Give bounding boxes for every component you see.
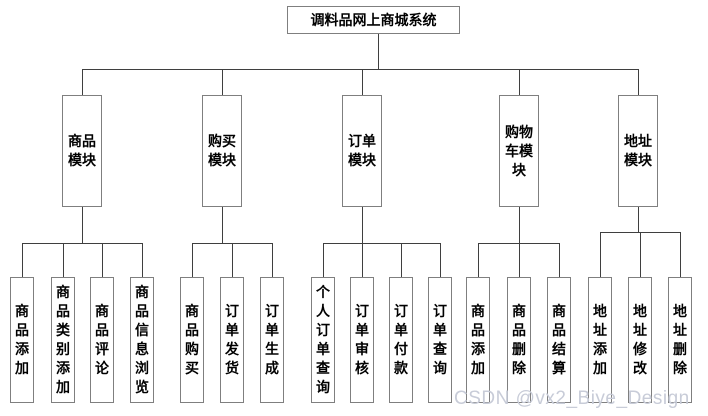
module-box-cart: 购物车模块: [499, 95, 539, 207]
module-stem-line: [519, 207, 520, 243]
leaf-drop-line: [519, 243, 520, 277]
leaf-box-order-ship: 订单发货: [220, 277, 244, 403]
module-box-goods: 商品模块: [62, 95, 102, 207]
leaf-box-goods-comment: 商品评论: [90, 277, 114, 403]
leaf-box-cart-settle: 商品结算: [547, 277, 571, 403]
module-drop-line: [362, 69, 363, 95]
leaf-box-goods-category: 商品类别添加: [51, 277, 75, 403]
leaf-box-order-pay: 订单付款: [389, 277, 413, 403]
module-drop-line: [519, 69, 520, 95]
module-box-order: 订单模块: [342, 95, 382, 207]
group-rail-line: [323, 243, 440, 244]
leaf-drop-line: [192, 243, 193, 277]
leaf-drop-line: [600, 232, 601, 277]
module-box-purchase: 购买模块: [202, 95, 242, 207]
leaf-drop-line: [401, 243, 402, 277]
leaf-box-order-create: 订单生成: [260, 277, 284, 403]
module-drop-line: [222, 69, 223, 95]
root-node-box: 调料品网上商城系统: [287, 6, 460, 34]
module-drop-line: [82, 69, 83, 95]
leaf-drop-line: [63, 243, 64, 277]
leaf-drop-line: [362, 243, 363, 277]
module-stem-line: [82, 207, 83, 243]
leaf-box-goods-add: 商品添加: [10, 277, 34, 403]
module-box-address: 地址模块: [618, 95, 658, 207]
level1-rail-line: [82, 69, 639, 70]
leaf-box-order-query: 订单查询: [428, 277, 452, 403]
module-stem-line: [638, 207, 639, 232]
leaf-drop-line: [323, 243, 324, 277]
leaf-drop-line: [232, 243, 233, 277]
leaf-drop-line: [478, 243, 479, 277]
leaf-box-personal-order-query: 个人订单查询: [311, 277, 335, 403]
group-rail-line: [22, 243, 142, 244]
module-drop-line: [638, 69, 639, 95]
module-stem-line: [222, 207, 223, 243]
leaf-drop-line: [272, 243, 273, 277]
leaf-box-address-edit: 地址修改: [628, 277, 652, 403]
leaf-drop-line: [640, 232, 641, 277]
leaf-box-order-review: 订单审核: [350, 277, 374, 403]
leaf-drop-line: [559, 243, 560, 277]
module-stem-line: [362, 207, 363, 243]
leaf-drop-line: [102, 243, 103, 277]
leaf-drop-line: [440, 243, 441, 277]
csdn-watermark: CSDN @vx2_Biye_Design: [454, 388, 690, 409]
leaf-box-goods-browse: 商品信息浏览: [130, 277, 154, 403]
leaf-drop-line: [680, 232, 681, 277]
leaf-box-cart-add: 商品添加: [466, 277, 490, 403]
leaf-drop-line: [22, 243, 23, 277]
leaf-box-cart-delete: 商品删除: [507, 277, 531, 403]
root-stem-line: [378, 34, 379, 69]
leaf-box-goods-purchase: 商品购买: [180, 277, 204, 403]
leaf-box-address-delete: 地址删除: [668, 277, 692, 403]
leaf-box-address-add: 地址添加: [588, 277, 612, 403]
leaf-drop-line: [142, 243, 143, 277]
